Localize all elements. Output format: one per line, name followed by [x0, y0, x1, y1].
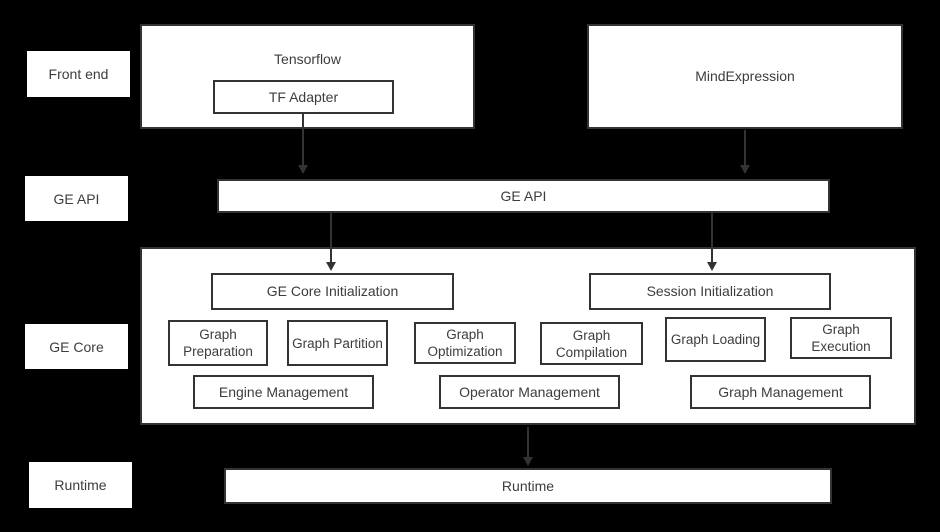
ge-api-bar-label: GE API [500, 187, 547, 204]
graph-partition-label: Graph Partition [292, 335, 383, 351]
graph-execution-label: Graph Execution [811, 322, 871, 354]
tf-adapter-box: TF Adapter [213, 80, 394, 114]
tensorflow-box: Tensorflow TF Adapter [140, 24, 475, 129]
graph-compilation-box: Graph Compilation [540, 322, 643, 365]
session-initialization-label: Session Initialization [646, 283, 774, 299]
runtime-bar-label: Runtime [501, 477, 555, 494]
arrow-ge-api-to-ge-core-initialization [326, 213, 336, 271]
ge-api-bar: GE API [217, 179, 830, 213]
mindexpression-box: MindExpression [587, 24, 903, 129]
graph-loading-label: Graph Loading [670, 332, 761, 347]
graph-partition-box: Graph Partition [287, 320, 388, 366]
arrow-ge-core-to-runtime [523, 427, 533, 466]
ge-core-container: GE Core Initialization Session Initializ… [140, 247, 916, 425]
engine-management-label: Engine Management [218, 383, 349, 400]
runtime-bar: Runtime [224, 468, 832, 504]
row-label-runtime: Runtime [29, 462, 132, 508]
operator-management-box: Operator Management [439, 375, 620, 409]
graph-loading-box: Graph Loading [665, 317, 766, 362]
graph-preparation-box: Graph Preparation [168, 320, 268, 366]
graph-optimization-label: Graph Optimization [427, 327, 503, 359]
ge-core-initialization-box: GE Core Initialization [211, 273, 454, 310]
arrow-tf-adapter-to-ge-api [298, 114, 308, 174]
arrow-mindexpression-to-ge-api [740, 130, 750, 174]
tf-adapter-label: TF Adapter [268, 88, 339, 105]
session-initialization-box: Session Initialization [589, 273, 831, 310]
arrow-ge-api-to-session-initialization [707, 213, 717, 271]
mindexpression-label: MindExpression [695, 68, 795, 84]
graph-execution-box: Graph Execution [790, 317, 892, 359]
engine-management-box: Engine Management [193, 375, 374, 409]
graph-preparation-label: Graph Preparation [183, 327, 253, 359]
operator-management-label: Operator Management [459, 383, 600, 400]
row-label-front-end: Front end [27, 51, 130, 97]
tensorflow-label: Tensorflow [274, 51, 341, 67]
ge-core-initialization-label: GE Core Initialization [266, 283, 399, 299]
row-label-ge-api: GE API [25, 176, 128, 221]
graph-compilation-label: Graph Compilation [555, 327, 628, 360]
graph-management-box: Graph Management [690, 375, 871, 409]
graph-management-label: Graph Management [718, 383, 843, 400]
row-label-ge-core: GE Core [25, 324, 128, 369]
graph-optimization-box: Graph Optimization [414, 322, 516, 364]
